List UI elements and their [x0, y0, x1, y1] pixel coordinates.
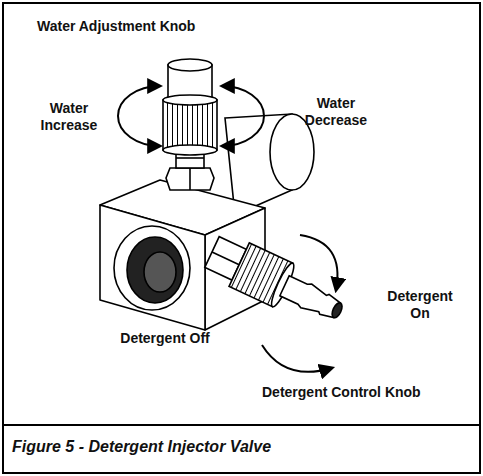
valve-body	[100, 180, 265, 330]
frame	[3, 3, 480, 473]
detergent-knob	[202, 230, 351, 334]
rotation-label: Detergent On	[380, 288, 460, 322]
figure-caption: Figure 5 - Detergent Injector Valve	[12, 438, 271, 456]
callout-label: Water Adjustment Knob	[37, 18, 195, 35]
rotation-label: Water Increase	[28, 100, 110, 134]
rotation-label: Detergent Off	[120, 330, 210, 347]
pipe	[225, 114, 314, 215]
callout-label: Detergent Control Knob	[262, 384, 421, 401]
rotation-arrows	[118, 86, 338, 372]
rotation-label: Water Decrease	[296, 95, 376, 129]
water-knob	[163, 59, 217, 190]
caption-divider	[3, 424, 480, 426]
